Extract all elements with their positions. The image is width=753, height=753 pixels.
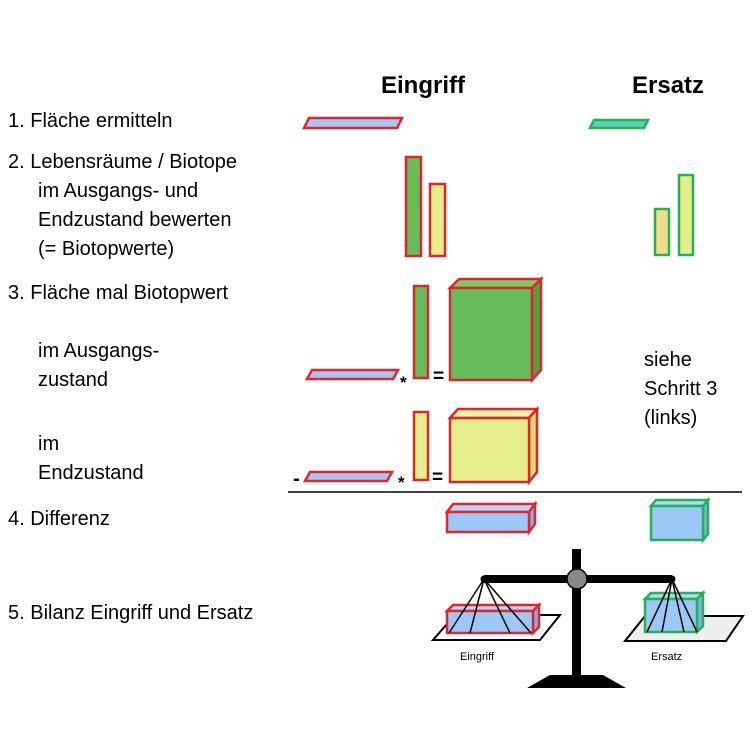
step2-line2: im Ausgangs- und bbox=[38, 180, 199, 202]
ersatz-bar-end bbox=[677, 173, 695, 257]
eingriff-area-parallelogram bbox=[301, 116, 405, 130]
balance-scale bbox=[430, 549, 745, 688]
scale-pivot bbox=[566, 568, 588, 590]
end-line1: im bbox=[38, 433, 60, 455]
scale-eingriff-box bbox=[443, 601, 543, 637]
operator-multiply-ausgang: * bbox=[400, 373, 407, 392]
ersatz-note-line1: siehe bbox=[644, 349, 692, 371]
ausgang-product-cube bbox=[446, 275, 545, 384]
ausgang-area-parallelogram bbox=[304, 368, 401, 381]
ersatz-difference-box bbox=[648, 496, 711, 544]
operator-multiply-end: * bbox=[398, 473, 405, 492]
ausgang-value-bar bbox=[412, 284, 430, 380]
eingriff-difference-box bbox=[444, 500, 538, 536]
step4-label: 4. Differenz bbox=[8, 508, 110, 530]
scale-label-eingriff: Eingriff bbox=[460, 651, 495, 663]
ersatz-bar-ausgang bbox=[653, 207, 671, 257]
eingriff-bar-end bbox=[428, 182, 447, 258]
step1-label: 1. Fläche ermitteln bbox=[8, 110, 173, 132]
step5-label: 5. Bilanz Eingriff und Ersatz bbox=[8, 602, 254, 624]
step2-line4: (= Biotopwerte) bbox=[38, 238, 175, 260]
eingriff-bar-ausgang bbox=[404, 155, 423, 258]
header-ersatz: Ersatz bbox=[632, 72, 705, 99]
ersatz-note-line3: (links) bbox=[644, 407, 698, 429]
end-product-cube bbox=[447, 405, 540, 486]
ersatz-area-parallelogram bbox=[587, 118, 651, 130]
step2-line1: 2. Lebensräume / Biotope bbox=[8, 151, 238, 173]
step3-label: 3. Fläche mal Biotopwert bbox=[8, 282, 229, 304]
end-line2: Endzustand bbox=[38, 462, 144, 484]
end-area-parallelogram bbox=[302, 470, 395, 483]
ausgang-line1: im Ausgangs- bbox=[38, 340, 160, 362]
operator-minus-end: - bbox=[293, 468, 300, 490]
step2-line3: Endzustand bewerten bbox=[38, 209, 232, 231]
ausgang-line2: zustand bbox=[38, 369, 109, 391]
end-value-bar bbox=[412, 410, 430, 482]
header-eingriff: Eingriff bbox=[381, 72, 465, 99]
scale-label-ersatz: Ersatz bbox=[651, 651, 682, 663]
operator-equals-ausgang: = bbox=[433, 366, 444, 387]
ersatz-note-line2: Schritt 3 bbox=[644, 378, 718, 400]
scale-ersatz-box bbox=[641, 589, 707, 636]
operator-equals-end: = bbox=[432, 467, 443, 488]
